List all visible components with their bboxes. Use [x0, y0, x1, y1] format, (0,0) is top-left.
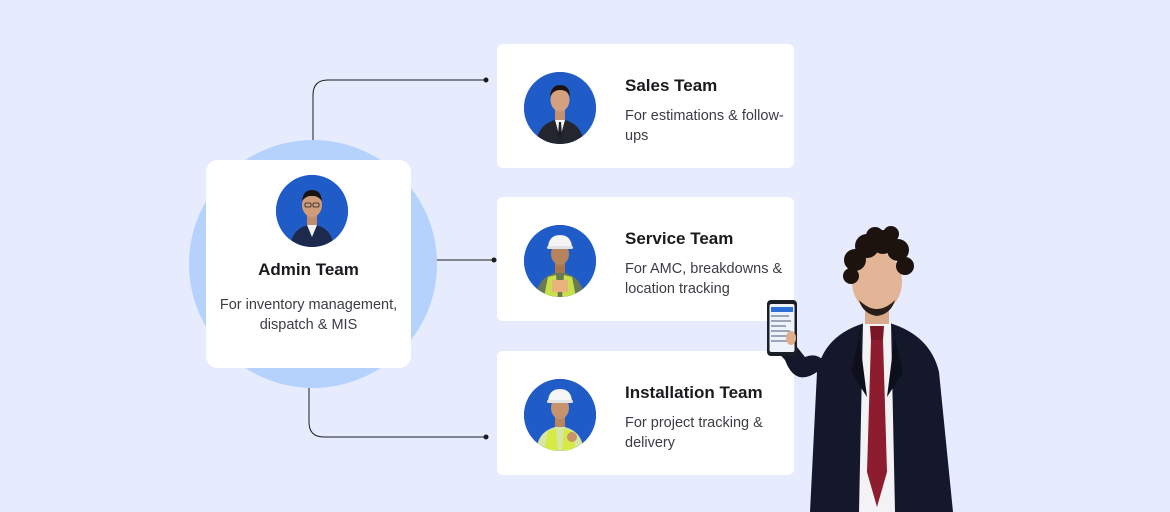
connector-installation: [308, 388, 486, 438]
sales-team-title: Sales Team: [625, 76, 718, 95]
connector-dot-sales: [483, 77, 489, 83]
connector-sales: [312, 79, 486, 140]
admin-team-card: Admin Team For inventory management, dis…: [206, 160, 411, 368]
service-team-title: Service Team: [625, 229, 734, 248]
service-team-description: For AMC, breakdowns & location tracking: [625, 261, 783, 297]
service-avatar: [524, 225, 596, 297]
installation-team-card: Installation Team For project tracking &…: [497, 351, 794, 475]
admin-team-title: Admin Team: [258, 260, 359, 279]
service-team-card: Service Team For AMC, breakdowns & locat…: [497, 197, 794, 321]
connector-dot-service: [491, 257, 497, 263]
admin-team-description: For inventory management, dispatch & MIS: [219, 297, 398, 333]
sales-team-card: Sales Team For estimations & follow-ups: [497, 44, 794, 168]
businessman-with-phone-illustration: [767, 226, 953, 512]
admin-avatar: [276, 175, 348, 247]
installation-avatar: [524, 379, 596, 451]
sales-team-description: For estimations & follow-ups: [625, 108, 784, 144]
sales-avatar: [524, 72, 596, 144]
installation-team-title: Installation Team: [625, 383, 763, 402]
installation-team-description: For project tracking & delivery: [625, 415, 763, 451]
connector-dot-installation: [483, 434, 489, 440]
